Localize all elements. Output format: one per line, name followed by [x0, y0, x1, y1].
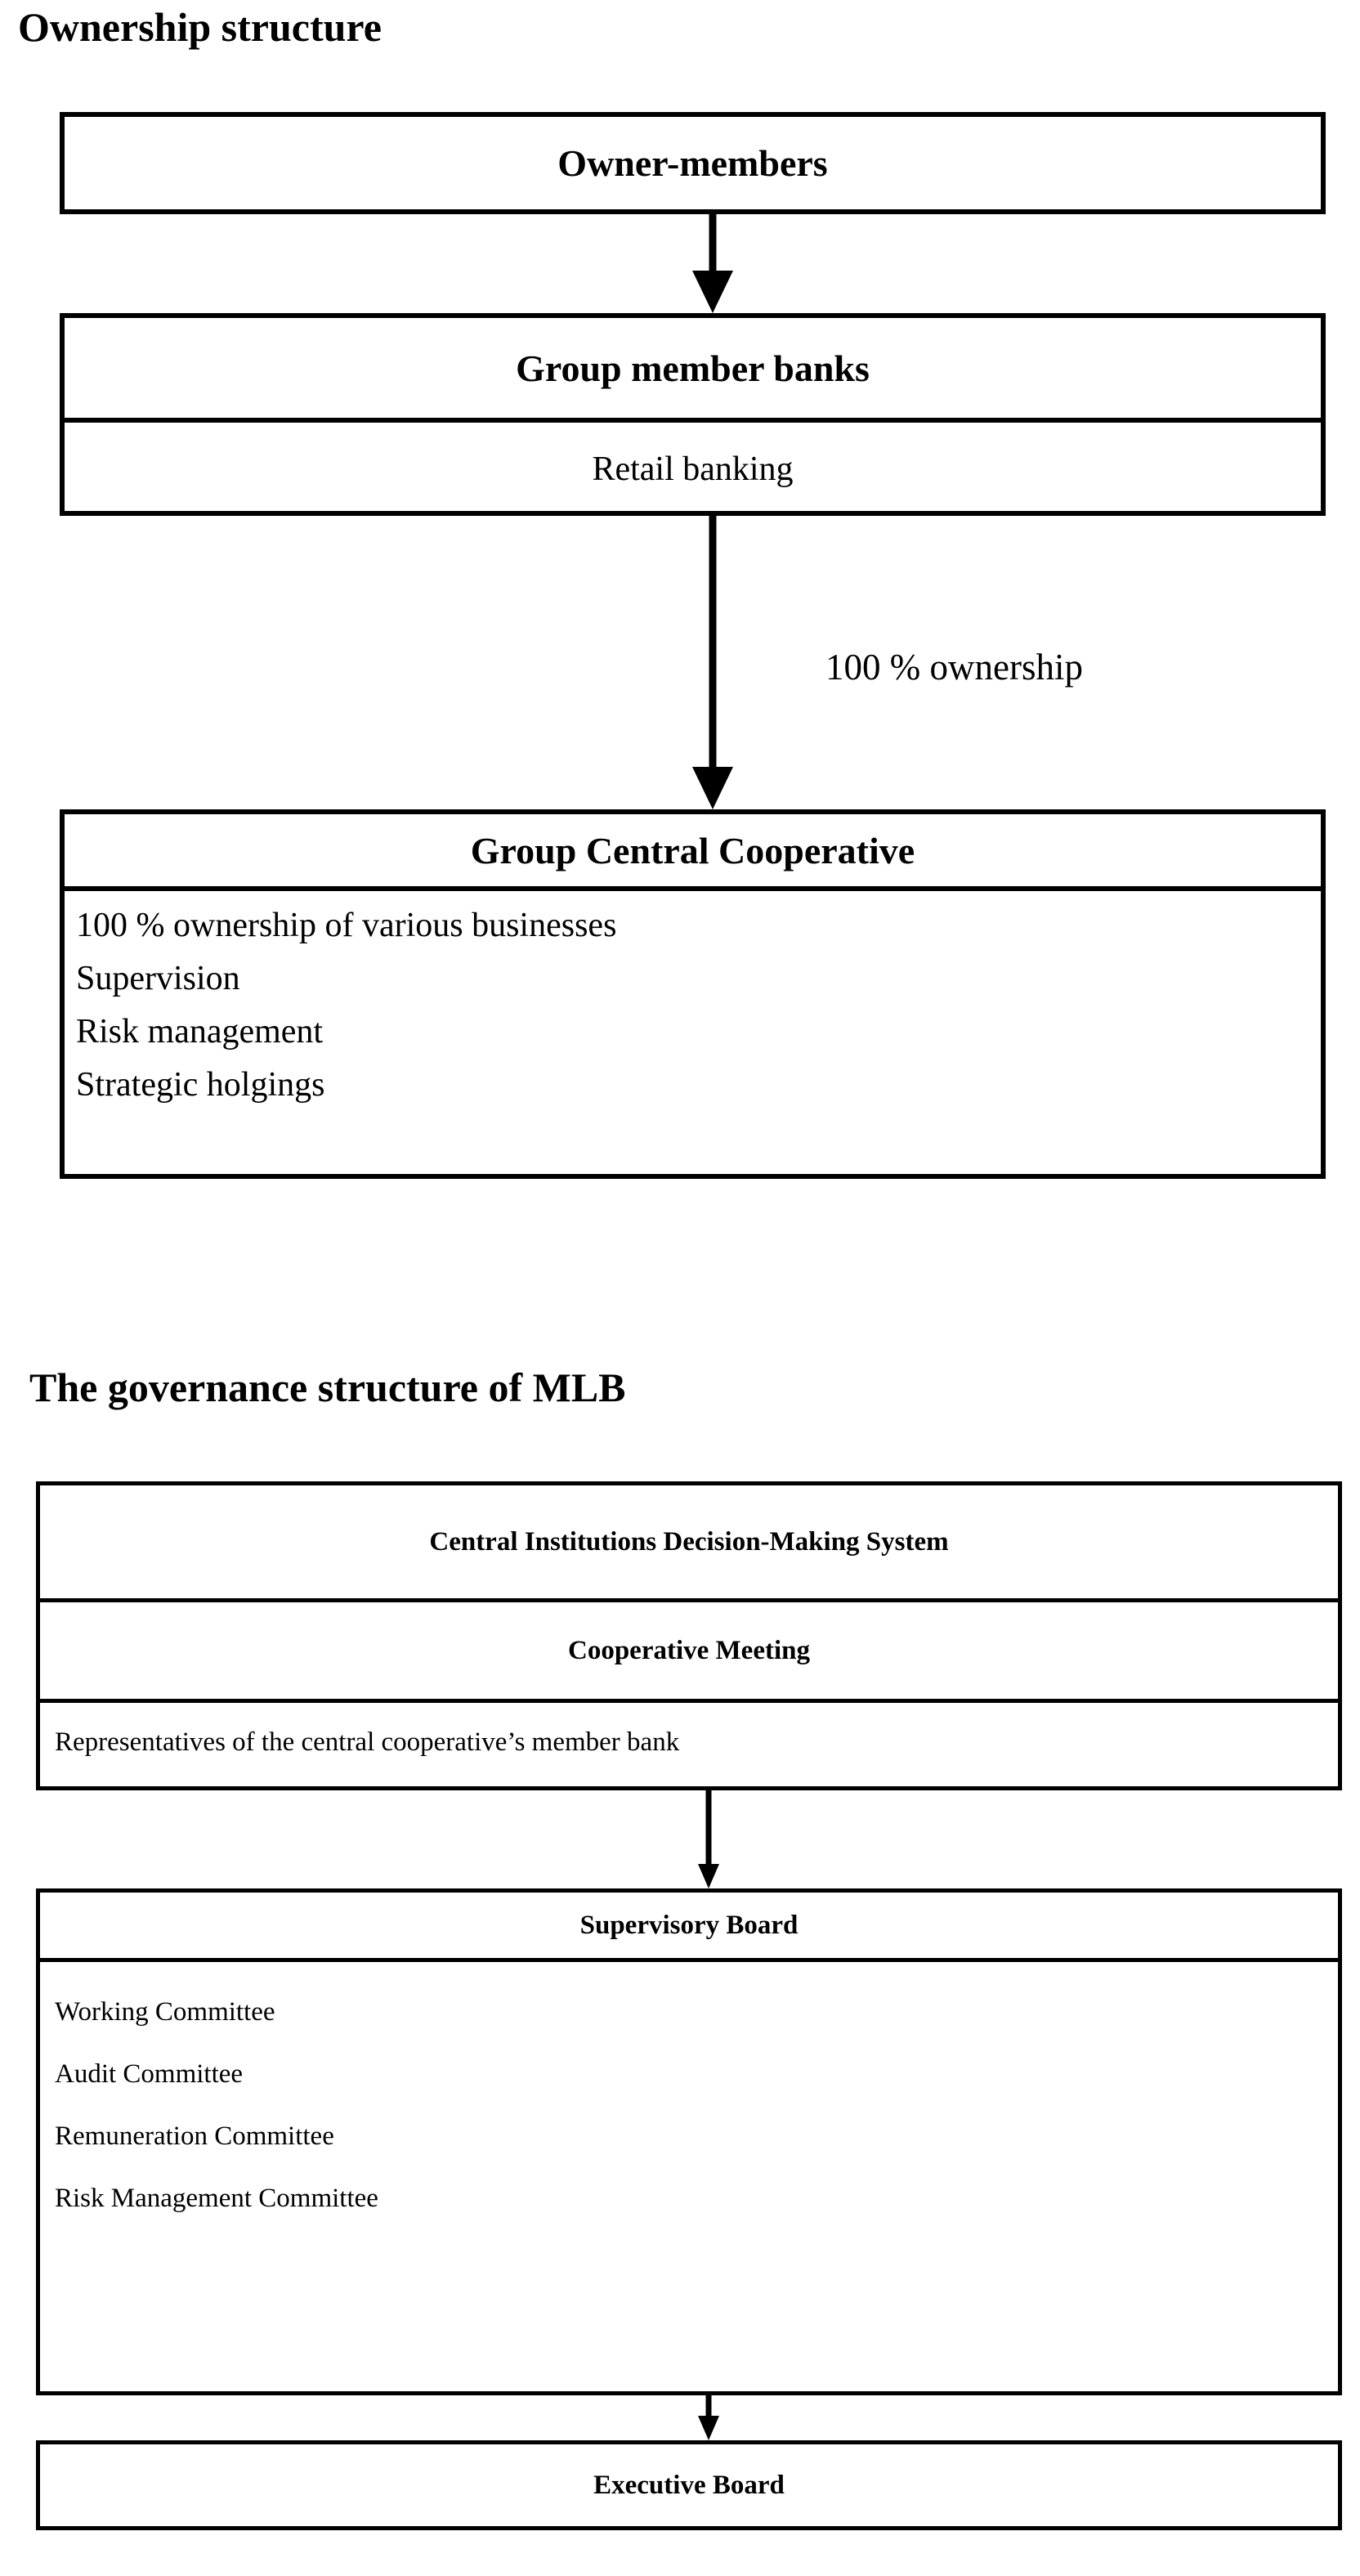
node-owner-members-title: Owner-members — [557, 142, 828, 184]
arrow-head-icon — [698, 2416, 719, 2440]
edge-label-ownership-percentage: 100 % ownership — [825, 647, 1083, 688]
node-group-member-banks-title: Group member banks — [516, 347, 870, 389]
governance-structure-heading: The governance structure of MLB — [29, 1364, 626, 1410]
arrow-shaft — [709, 214, 717, 271]
node-group-member-banks: Group member banks Retail banking — [60, 313, 1326, 516]
arrow-group-member-banks-to-group-central-cooperative — [692, 516, 733, 809]
node-group-central-cooperative-title: Group Central Cooperative — [470, 829, 915, 871]
node-group-central-cooperative: Group Central Cooperative 100 % ownershi… — [60, 809, 1326, 1179]
detail-line: Remuneration Committee — [55, 2121, 334, 2151]
detail-line: Working Committee — [55, 1997, 275, 2027]
ownership-structure-heading: Ownership structure — [18, 4, 382, 50]
detail-line: Risk management — [76, 1013, 324, 1051]
node-central-decision-detail-0: Representatives of the central cooperati… — [40, 1699, 1338, 1782]
node-supervisory-board: Supervisory Board Working Committee Audi… — [36, 1888, 1342, 2395]
node-executive-board: Executive Board — [36, 2440, 1342, 2530]
detail-line: Risk Management Committee — [55, 2184, 378, 2213]
arrow-head-icon — [698, 1864, 719, 1888]
node-executive-board-title: Executive Board — [593, 2470, 785, 2500]
node-central-decision-title: Central Institutions Decision-Making Sys… — [429, 1526, 949, 1557]
arrow-shaft — [705, 1790, 712, 1865]
detail-line: Supervision — [76, 960, 240, 997]
node-owner-members: Owner-members — [60, 112, 1326, 214]
arrow-head-icon — [692, 271, 733, 313]
arrow-owner-members-to-group-member-banks — [692, 214, 733, 313]
arrow-shaft — [709, 516, 717, 768]
arrow-shaft — [705, 2395, 712, 2417]
arrow-supervisory-board-to-executive-board — [698, 2395, 719, 2440]
arrow-central-decision-to-supervisory-board — [698, 1790, 719, 1888]
detail-line: 100 % ownership of various businesses — [76, 907, 617, 944]
node-group-member-banks-detail-0: Retail banking — [65, 418, 1321, 516]
node-group-central-cooperative-details: 100 % ownership of various businesses Su… — [65, 886, 1321, 1179]
arrow-head-icon — [692, 767, 733, 809]
node-supervisory-board-details: Working Committee Audit Committee Remune… — [40, 1958, 1338, 2395]
node-supervisory-board-title: Supervisory Board — [579, 1910, 799, 1940]
node-cooperative-meeting-subtitle: Cooperative Meeting — [40, 1598, 1338, 1699]
detail-line: Strategic holgings — [76, 1066, 325, 1104]
node-central-institutions-decision-making-system: Central Institutions Decision-Making Sys… — [36, 1481, 1342, 1790]
detail-line: Audit Committee — [55, 2059, 244, 2089]
